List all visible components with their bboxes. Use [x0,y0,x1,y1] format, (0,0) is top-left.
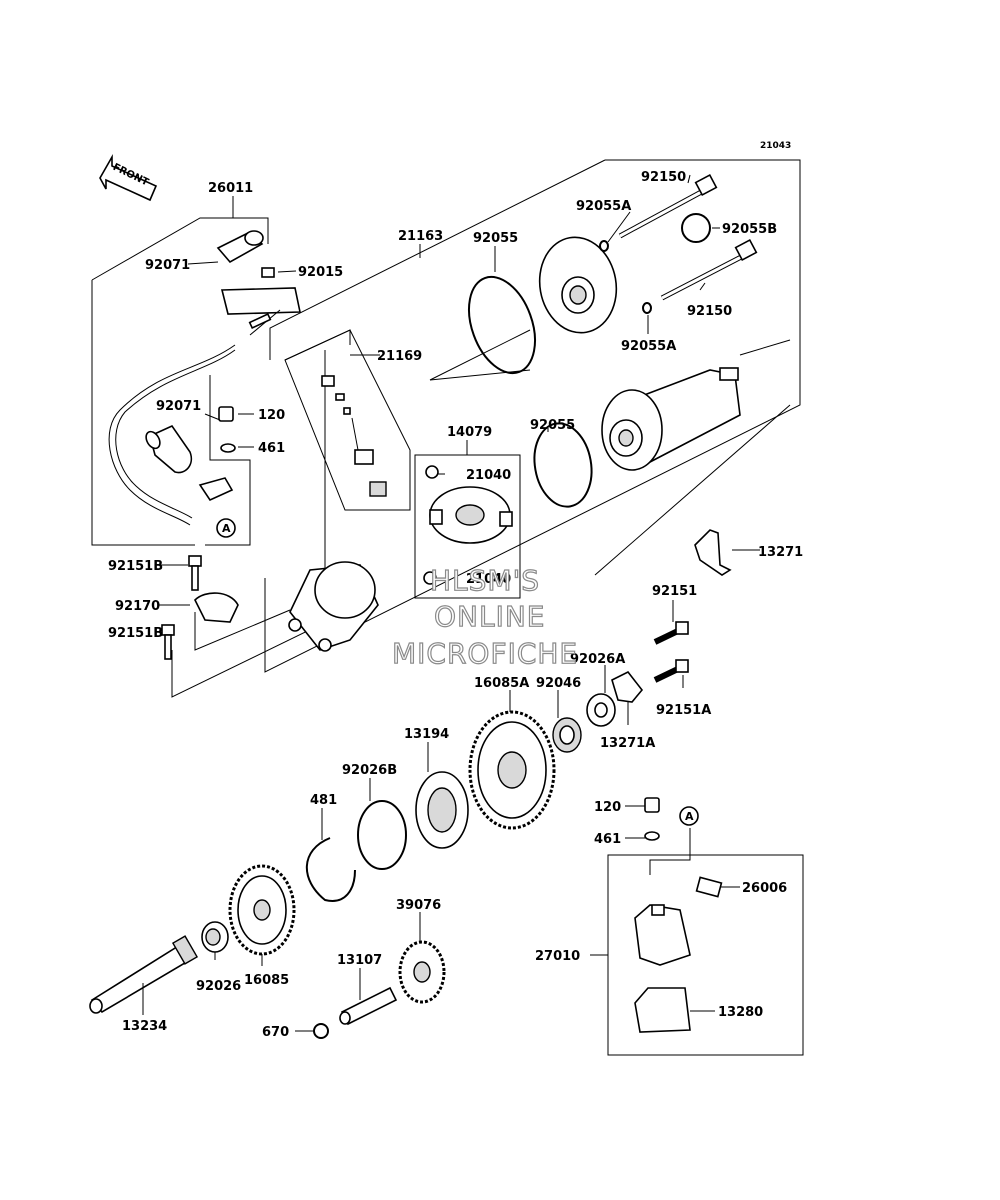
bushing-92026 [201,921,229,953]
bolt-120-bot [644,797,660,813]
ring-92026B [357,800,407,870]
callout-a-top [216,518,236,538]
label-39076: 39076 [396,898,441,913]
label-92026B: 92026B [342,763,397,778]
clamp-92170 [194,592,239,623]
label-92151B-b: 92151B [108,626,163,641]
label-92026: 92026 [196,979,241,994]
callout-a-top-label: A [222,522,231,535]
relay-cover-13280 [634,987,691,1033]
gear-16085 [228,864,296,956]
label-92055-top: 92055 [473,231,518,246]
relay-27010 [634,904,691,966]
label-13194: 13194 [404,727,449,742]
bolt-92151 [653,621,689,645]
label-13271: 13271 [758,545,803,560]
label-21163: 21163 [398,229,443,244]
label-27010: 27010 [535,949,580,964]
circlip-481 [305,837,356,902]
front-arrow-icon: FRONT [99,153,158,202]
label-14079: 14079 [447,425,492,440]
watermark-line-2: ONLINE [434,600,545,633]
clutch-13194 [415,771,469,849]
label-21040-a: 21040 [466,468,511,483]
label-92150-top: 92150 [641,170,686,185]
bolt-92150-mid [660,238,758,301]
label-92055-mid: 92055 [530,418,575,433]
label-26006: 26006 [742,881,787,896]
sleeve-92015 [261,267,275,278]
label-92055A-mid: 92055A [621,339,676,354]
label-461-top: 461 [258,441,285,456]
label-21169: 21169 [377,349,422,364]
bolt-120-top [218,406,234,422]
washer-461-top [220,443,236,453]
label-leaders [142,174,760,1032]
terminal-screw [248,312,272,330]
label-92170: 92170 [115,599,160,614]
label-670: 670 [262,1025,289,1040]
oring-670 [313,1023,329,1039]
label-16085: 16085 [244,973,289,988]
oring-92055B [681,213,711,243]
watermark-line-1: HLSM'S [430,564,540,597]
pin-13107 [339,986,398,1026]
label-92150-mid: 92150 [687,304,732,319]
label-481: 481 [310,793,337,808]
callout-a-bot-label: A [685,810,694,823]
front-housing [288,561,379,652]
label-13234: 13234 [122,1019,167,1034]
label-13271A: 13271A [600,736,655,751]
brush-plate-14079 [423,465,513,585]
bracket-13271 [694,529,732,576]
label-92151A: 92151A [656,703,711,718]
fuse-26006 [695,876,723,898]
label-92026A: 92026A [570,652,625,667]
shaft-13234 [89,935,199,1014]
oring-92055-mid [533,422,593,508]
label-21040-b: 21040 [466,572,511,587]
washer-461-bot [644,831,660,841]
cap-26011 [216,230,301,315]
label-92046: 92046 [536,676,581,691]
label-120-top: 120 [258,408,285,423]
label-92151: 92151 [652,584,697,599]
callout-a-bot [679,806,699,826]
corner-code: 21043 [760,141,791,151]
label-92015: 92015 [298,265,343,280]
bolt-92151A [653,659,689,683]
bolt-92150-top [618,173,718,239]
label-92151B-a: 92151B [108,559,163,574]
oring-92055-top [468,275,536,375]
label-92055B: 92055B [722,222,777,237]
gear-39076 [398,940,446,1004]
bolt-92151B-b [161,624,175,660]
motor-yoke [601,367,741,471]
leader-lines [91,159,804,1056]
terminal-lug [198,477,234,502]
brush-assembly-21169 [321,375,387,497]
label-13107: 13107 [337,953,382,968]
oring-92055A-top [599,240,609,252]
bracket-13271A [611,670,644,703]
oring-92055A-mid [642,302,652,314]
part-labels: 26011 92071 92015 21163 92150 92055A 920… [108,170,803,1040]
label-16085A: 16085A [474,676,529,691]
watermark: HLSM'S ONLINE MICROFICHE [391,563,578,670]
label-26011: 26011 [208,181,253,196]
label-13280: 13280 [718,1005,763,1020]
label-120-bot: 120 [594,800,621,815]
gear-16085A [468,710,556,830]
label-92071-top: 92071 [145,258,190,273]
label-461-bot: 461 [594,832,621,847]
end-cover [538,236,618,334]
label-92071-mid: 92071 [156,399,201,414]
bolt-92151B-a [188,555,202,591]
bearing-92046 [552,717,582,753]
watermark-line-3: MICROFICHE [392,637,578,670]
boot-92071 [145,424,193,474]
label-92055A-top: 92055A [576,199,631,214]
